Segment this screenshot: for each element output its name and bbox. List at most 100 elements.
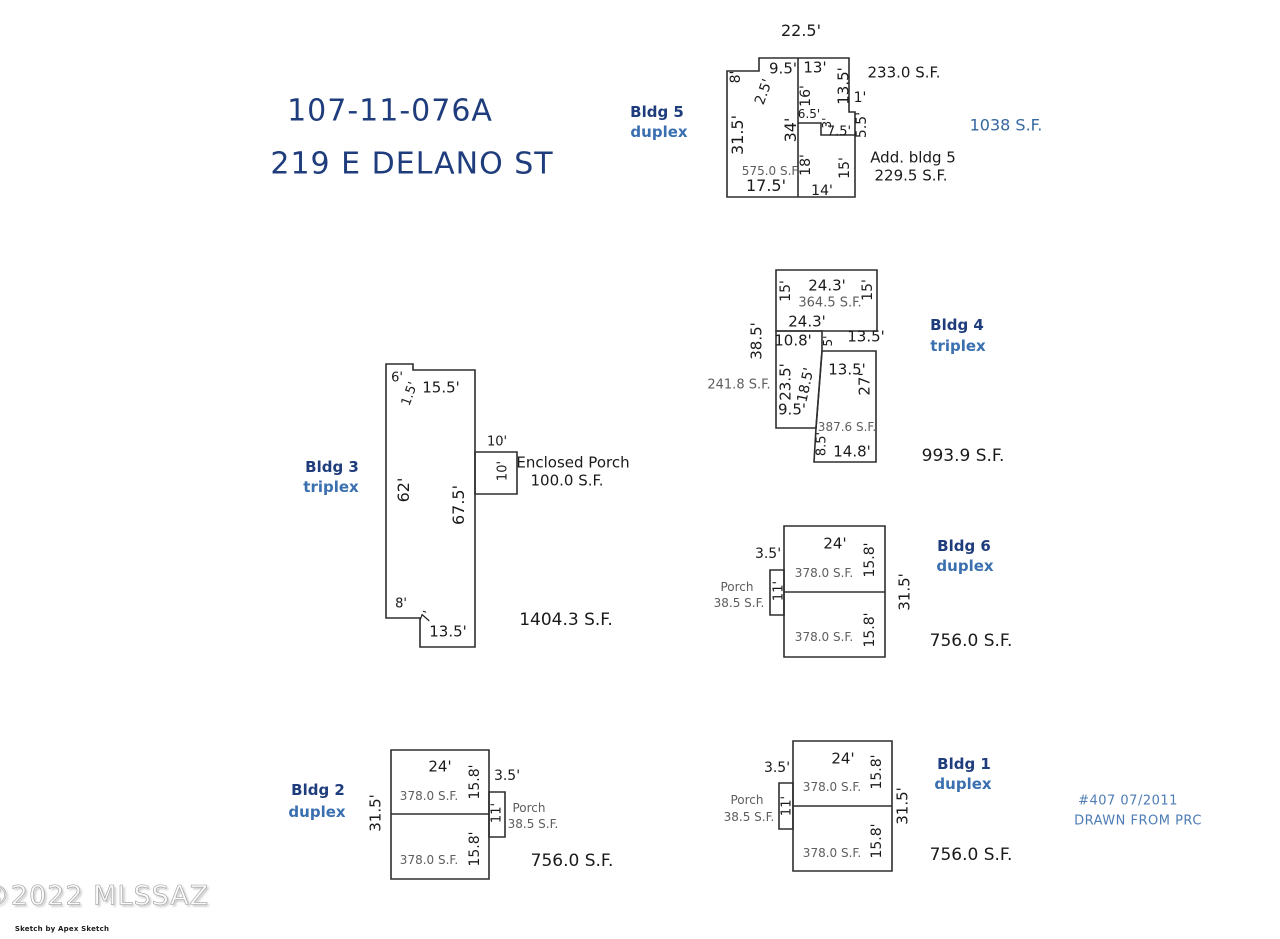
dimension-label: 15.8' (467, 764, 483, 800)
dimension-label: 11' (779, 795, 795, 817)
building-name-bldg3: Bldg 3 (305, 458, 359, 476)
dimension-label: 10' (486, 434, 508, 450)
dimension-label: 24.3' (788, 312, 826, 331)
dimension-label: 24' (831, 749, 855, 768)
bldg-4-outline-2 (813, 350, 877, 463)
dimension-label: 67.5' (449, 484, 468, 526)
area-label: 387.6 S.F. (817, 420, 877, 434)
area-label: 378.0 S.F. (794, 630, 854, 644)
mls-watermark: ©2022 MLSSAZ (0, 880, 210, 912)
building-name-bldg6: Bldg 6 (937, 537, 991, 555)
bldg-3-outline-1 (474, 451, 518, 495)
dimension-label: 15.5' (422, 378, 460, 397)
dimension-label: 31.5' (728, 114, 747, 156)
building-type-bldg6: duplex (936, 557, 994, 575)
dimension-label: 31.5' (893, 787, 912, 825)
area-label: 378.0 S.F. (794, 566, 854, 580)
dimension-label: 27' (855, 372, 874, 396)
dimension-label: 31.5' (366, 794, 385, 832)
dimension-label: 15.8' (869, 754, 885, 790)
dimension-label: 7.5' (826, 124, 852, 140)
dimension-label: 31.5' (895, 573, 914, 611)
dimension-label: 13.5' (828, 360, 866, 379)
building-type-bldg2: duplex (288, 803, 346, 821)
dimension-label: 14' (811, 183, 833, 199)
dimension-label: 34' (781, 117, 800, 143)
reference-number: #407 07/2011 (1078, 793, 1178, 809)
dimension-label: 17.5' (745, 176, 787, 195)
text-label: Add. bldg 5 (870, 148, 956, 167)
dimension-label: 38.5' (747, 322, 766, 360)
apex-sketch-credit: Sketch by Apex Sketch (14, 925, 110, 933)
bldg-4-outline-0 (775, 269, 878, 332)
total-area-bldg6: 756.0 S.F. (929, 631, 1013, 651)
area-label: 100.0 S.F. (530, 471, 604, 490)
dimension-label: 24' (428, 757, 452, 776)
area-label: 378.0 S.F. (399, 853, 459, 867)
dimension-label: 8.5' (814, 431, 830, 457)
area-label: 378.0 S.F. (802, 846, 862, 860)
dimension-label: 15' (860, 279, 876, 301)
total-area-bldg5: 1038 S.F. (969, 115, 1043, 135)
dimension-label: 62' (394, 477, 413, 503)
bldg-1-outline-2 (778, 782, 794, 830)
dimension-label: 13.5' (834, 67, 853, 105)
area-label: 38.5 S.F. (723, 810, 775, 824)
dimension-label: 15.8' (467, 831, 483, 867)
text-label: Porch (720, 580, 754, 594)
dimension-label: 11' (489, 802, 505, 824)
total-area-bldg4: 993.9 S.F. (921, 446, 1005, 466)
dimension-label: 10.8' (774, 331, 812, 350)
building-name-bldg1: Bldg 1 (937, 755, 991, 773)
dimension-label: 22.5' (780, 21, 822, 40)
building-name-bldg4: Bldg 4 (930, 316, 984, 334)
dimension-label: 15.8' (869, 823, 885, 859)
total-area-bldg1: 756.0 S.F. (929, 845, 1013, 865)
dimension-label: 23.5' (776, 363, 795, 401)
area-label: 575.0 S.F. (741, 164, 801, 178)
dimension-label: 9.5' (778, 400, 806, 419)
dimension-label: 24' (823, 534, 847, 553)
building-type-bldg1: duplex (934, 775, 992, 793)
dimension-label: 16' (798, 85, 814, 107)
dimension-label: 13.5' (847, 327, 885, 346)
dimension-label: 6' (391, 370, 403, 386)
building-type-bldg4: triplex (930, 337, 986, 355)
bldg-2-outline-2 (488, 791, 506, 838)
area-label: 364.5 S.F. (798, 295, 862, 311)
bldg-5-outline-0 (726, 57, 856, 198)
bldg-6-outline-2 (769, 569, 785, 616)
building-type-bldg3: triplex (303, 478, 359, 496)
dimension-label: 15.8' (862, 542, 878, 578)
dimension-label: 5.5' (854, 111, 870, 139)
area-label: 378.0 S.F. (802, 780, 862, 794)
dimension-label: 3.5' (763, 760, 791, 776)
dimension-label: 15' (837, 157, 853, 179)
dimension-label: 14.8' (833, 442, 871, 461)
area-label: 229.5 S.F. (874, 166, 948, 185)
dimension-label: 15.8' (862, 612, 878, 648)
dimension-label: 9.5' (769, 59, 797, 78)
area-label: 38.5 S.F. (713, 596, 765, 610)
dimension-label: 24.3' (808, 276, 846, 295)
area-label: 233.0 S.F. (867, 63, 941, 82)
total-area-bldg2: 756.0 S.F. (530, 851, 614, 871)
dimension-label: 8' (395, 596, 407, 612)
dimension-label: 13.5' (429, 622, 467, 641)
building-name-bldg2: Bldg 2 (291, 781, 345, 799)
area-label: 378.0 S.F. (399, 789, 459, 803)
area-label: 38.5 S.F. (507, 817, 559, 831)
dimension-label: 5' (821, 335, 835, 347)
parcel-number: 107-11-076A (287, 93, 493, 129)
dimension-label: 10' (495, 460, 511, 482)
dimension-label: 8' (728, 70, 744, 84)
building-name-bldg5: Bldg 5 (630, 103, 684, 121)
bldg-2-outline-0 (390, 749, 490, 880)
bldg-5-outline-2 (798, 122, 855, 136)
dimension-label: 18' (798, 154, 814, 176)
dimension-label: 3.5' (754, 546, 782, 562)
property-address: 219 E DELANO ST (270, 146, 554, 182)
dimension-label: 13' (803, 58, 827, 77)
drawn-from-note: DRAWN FROM PRC (1074, 813, 1202, 829)
